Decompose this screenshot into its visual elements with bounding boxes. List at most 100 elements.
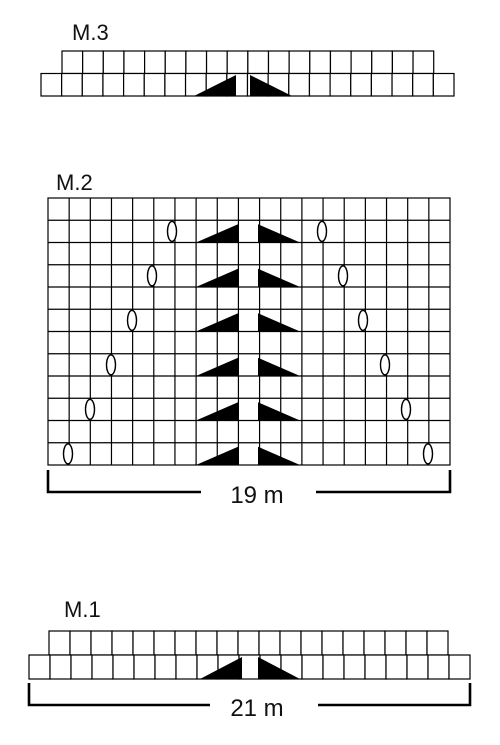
- decrease-right-symbol: [258, 224, 300, 243]
- yarn-over-symbol: [105, 354, 117, 376]
- chart-m2: [46, 197, 452, 494]
- chart-cell: [111, 630, 134, 656]
- chart-cell: [371, 50, 393, 75]
- chart-cell: [427, 654, 450, 680]
- chart-cell: [308, 72, 331, 97]
- chart-cell: [391, 72, 414, 97]
- chart-cell: [258, 630, 281, 656]
- decrease-left-symbol: [196, 313, 238, 332]
- chart-cell: [153, 630, 176, 656]
- chart-cell: [350, 72, 372, 97]
- chart-cell: [81, 72, 104, 97]
- yarn-over-symbol: [379, 354, 391, 376]
- width-bracket-left: [46, 470, 201, 494]
- chart-cell: [102, 72, 125, 97]
- chart-cell: [267, 50, 290, 75]
- yarn-over-symbol: [422, 443, 434, 465]
- chart-cell: [69, 630, 92, 656]
- chart-cell: [143, 72, 166, 97]
- chart-cell: [288, 72, 311, 97]
- chart-cell: [123, 50, 146, 75]
- chart-cell: [309, 50, 332, 75]
- chart-cell: [448, 654, 471, 680]
- chart-cell: [405, 630, 428, 656]
- chart-cell: [154, 654, 177, 680]
- decrease-left-symbol: [196, 224, 238, 243]
- chart-cell: [61, 50, 84, 75]
- chart-cell: [412, 50, 435, 75]
- yarn-over-symbol: [62, 443, 74, 465]
- chart-cell: [48, 630, 71, 656]
- chart-cell: [205, 50, 228, 75]
- chart-cell: [363, 630, 386, 656]
- chart-cell: [432, 72, 455, 97]
- chart-cell: [237, 630, 260, 656]
- chart-cell: [82, 50, 104, 75]
- chart-cell: [370, 72, 393, 97]
- yarn-over-symbol: [126, 309, 138, 332]
- chart-cell: [185, 50, 208, 75]
- chart-cell: [238, 654, 261, 680]
- chart-cell: [279, 630, 302, 656]
- chart-cell: [90, 630, 113, 656]
- decrease-right-symbol: [258, 268, 300, 287]
- chart-cell: [426, 630, 449, 656]
- decrease-right-symbol: [258, 657, 300, 679]
- chart-cell: [216, 630, 239, 656]
- chart-cell: [343, 654, 366, 680]
- yarn-over-symbol: [400, 398, 412, 421]
- yarn-over-symbol: [166, 220, 178, 243]
- chart-cell: [70, 654, 93, 680]
- chart-cell: [342, 630, 365, 656]
- chart-cell: [112, 654, 135, 680]
- decrease-right-symbol: [258, 402, 300, 421]
- chart-cell: [49, 654, 72, 680]
- decrease-left-symbol: [194, 75, 236, 96]
- chart-cell: [391, 50, 414, 75]
- chart-m2-title: M.2: [56, 170, 93, 195]
- chart-cell: [321, 630, 344, 656]
- chart-cell: [28, 654, 51, 680]
- chart-cell: [133, 654, 156, 680]
- chart-cell: [164, 72, 187, 97]
- chart-cell: [174, 630, 197, 656]
- chart-cell: [132, 630, 155, 656]
- yarn-over-symbol: [84, 398, 96, 421]
- chart-cell: [226, 50, 249, 75]
- chart-cell: [385, 654, 408, 680]
- chart-cell: [175, 654, 198, 680]
- decrease-left-symbol: [196, 402, 238, 421]
- chart-cell: [301, 654, 324, 680]
- chart-cell: [122, 72, 145, 97]
- chart-cell: [406, 654, 429, 680]
- chart-cell: [329, 50, 352, 75]
- chart-cell: [164, 50, 187, 75]
- chart-cell: [364, 654, 387, 680]
- yarn-over-symbol: [146, 265, 158, 287]
- width-bracket-left: [27, 683, 210, 707]
- chart-cell: [300, 630, 323, 656]
- decrease-right-symbol: [258, 446, 300, 465]
- decrease-left-symbol: [196, 268, 238, 287]
- yarn-over-symbol: [357, 309, 369, 332]
- decrease-right-symbol: [250, 75, 292, 96]
- chart-cell: [412, 72, 434, 97]
- width-bracket-right: [316, 470, 452, 494]
- chart-cell: [91, 654, 114, 680]
- decrease-left-symbol: [200, 657, 242, 679]
- chart-m1-title: M.1: [64, 597, 101, 622]
- chart-m3: [40, 50, 455, 97]
- yarn-over-symbol: [337, 265, 349, 287]
- chart-cell: [144, 50, 166, 75]
- width-bracket-right: [318, 683, 472, 707]
- decrease-right-symbol: [258, 313, 300, 332]
- chart-cell: [329, 72, 352, 97]
- decrease-right-symbol: [258, 357, 300, 376]
- chart-cell: [102, 50, 125, 75]
- chart-m2-width-label: 19 m: [230, 482, 283, 509]
- chart-m1: [27, 630, 472, 707]
- decrease-left-symbol: [196, 357, 238, 376]
- decrease-left-symbol: [196, 446, 238, 465]
- chart-cell: [350, 50, 373, 75]
